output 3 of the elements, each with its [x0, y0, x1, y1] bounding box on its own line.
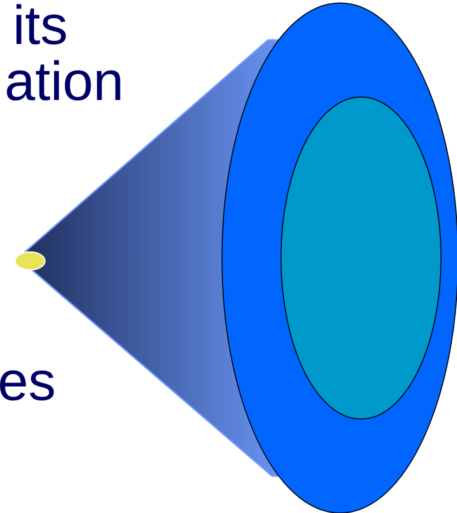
- text-fragment: its: [16, 4, 66, 45]
- text-fragment: ation: [6, 60, 120, 101]
- text-fragment: es: [0, 370, 54, 401]
